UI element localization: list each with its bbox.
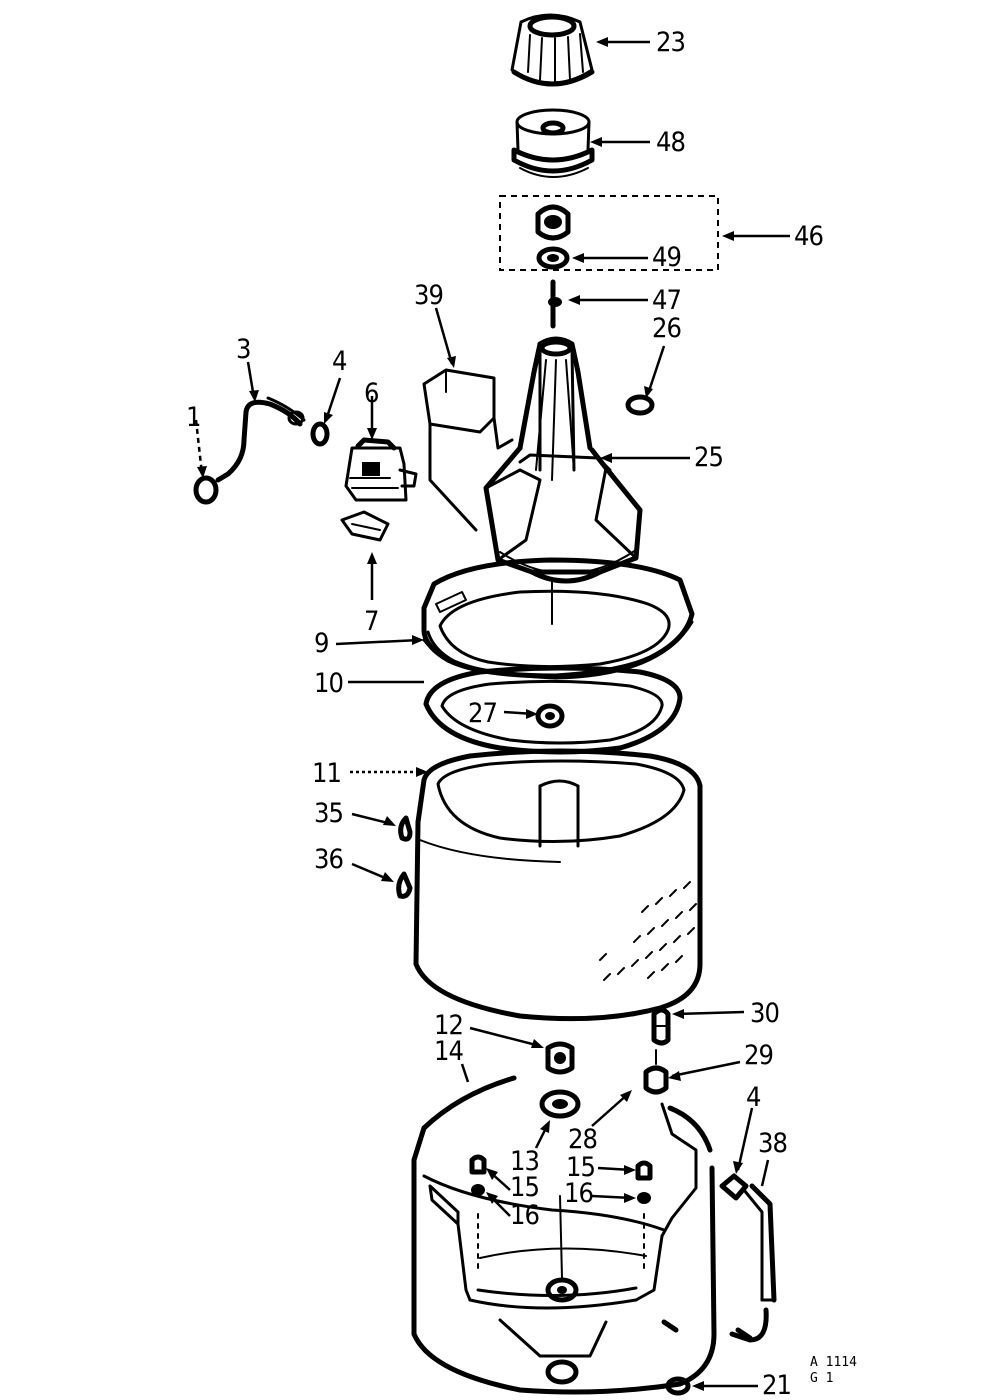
part-16-washer-left [471, 1184, 485, 1196]
label-4-bottom: 4 [746, 1082, 761, 1113]
part-48-dog-assembly [511, 108, 595, 178]
label-7: 7 [364, 606, 378, 637]
label-25: 25 [694, 442, 723, 473]
label-16-right: 16 [564, 1178, 593, 1209]
part-30-bolt [651, 1007, 671, 1046]
part-49-washer [536, 246, 570, 270]
label-10: 10 [314, 668, 343, 699]
label-27: 27 [468, 698, 497, 729]
part-16-washer-right [637, 1192, 651, 1204]
label-11: 11 [312, 758, 341, 789]
label-46: 46 [794, 221, 823, 252]
leader-lines [194, 37, 790, 1391]
part-39-dispenser [422, 368, 514, 532]
part-36-clip [396, 871, 413, 899]
part-9-tub-ring [421, 557, 695, 680]
part-47-seal [548, 279, 562, 329]
part-35-clip [398, 815, 413, 842]
basket-holes [599, 881, 697, 981]
part-11-basket [413, 748, 703, 1022]
part-26-plug [625, 394, 655, 416]
label-30: 30 [750, 998, 779, 1029]
part-10-gasket [423, 665, 683, 755]
label-12: 12 [434, 1010, 463, 1041]
part-38-drain-hose [729, 1183, 777, 1343]
part-27-nut [535, 703, 565, 729]
label-1: 1 [186, 402, 200, 433]
part-4-ring-top [310, 421, 330, 447]
drawing-code-line-2: G 1 [810, 1371, 833, 1386]
part-25-agitator [483, 336, 643, 625]
part-21-foot [661, 1319, 753, 1396]
label-14: 14 [434, 1036, 463, 1067]
label-16-left: 16 [510, 1200, 539, 1231]
label-13: 13 [510, 1146, 539, 1177]
label-48: 48 [656, 127, 685, 158]
label-38: 38 [758, 1128, 787, 1159]
part-15-screw-left [469, 1154, 487, 1175]
part-14-outer-tub [411, 1075, 717, 1395]
part-13-washer [539, 1089, 581, 1119]
label-21: 21 [762, 1370, 791, 1400]
label-6: 6 [364, 378, 378, 409]
label-15-left: 15 [510, 1172, 539, 1203]
part-1-clamp [193, 475, 219, 505]
part-7-bracket [340, 510, 390, 542]
label-28: 28 [568, 1124, 597, 1155]
label-4-top: 4 [332, 346, 347, 377]
part-23-agitator-cap [510, 13, 595, 87]
label-15-right: 15 [566, 1152, 595, 1183]
label-49: 49 [652, 242, 681, 273]
drawing-code-line-1: A 1114 [810, 1355, 857, 1370]
label-9: 9 [314, 628, 328, 659]
part-46-cam [535, 204, 571, 241]
label-26: 26 [652, 313, 681, 344]
part-6-valve [344, 437, 418, 502]
part-12-bearing [545, 1041, 575, 1075]
label-23: 23 [656, 27, 685, 58]
part-15-screw-right [635, 1160, 653, 1181]
part-labels: 23 48 46 49 47 26 25 39 3 4 6 1 7 9 10 2… [186, 27, 857, 1400]
label-47: 47 [652, 285, 681, 316]
part-3-hose [215, 396, 306, 483]
label-39: 39 [414, 280, 443, 311]
part-4-ring-bottom [719, 1173, 749, 1201]
label-3: 3 [236, 334, 250, 365]
part-29-bumper [643, 1049, 669, 1095]
label-35: 35 [314, 798, 343, 829]
label-29: 29 [744, 1040, 773, 1071]
part-46-kit-box [499, 195, 719, 271]
label-36: 36 [314, 844, 343, 875]
